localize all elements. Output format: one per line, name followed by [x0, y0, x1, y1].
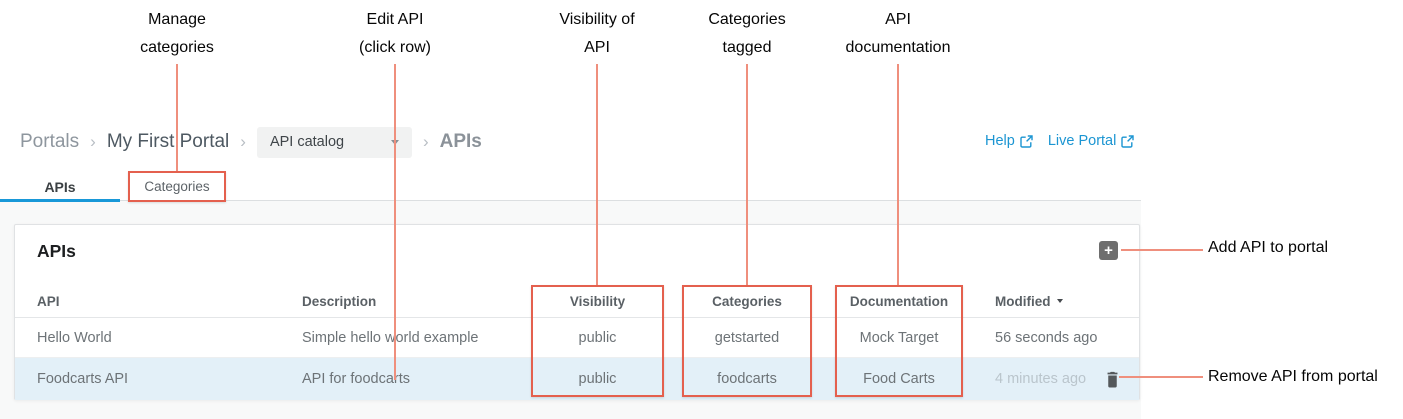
cell-modified: 4 minutes ago — [963, 358, 1139, 400]
cell-modified: 56 seconds ago — [995, 329, 1098, 346]
annotation-visibility-of-api: Visibility of API — [559, 11, 635, 56]
help-link-label: Help — [985, 133, 1015, 149]
column-header-visibility: Visibility — [569, 293, 626, 309]
annotation-line-edit-api — [394, 64, 396, 380]
breadcrumb-portal-name[interactable]: My First Portal — [106, 131, 230, 152]
external-link-icon — [1121, 134, 1135, 148]
breadcrumb-separator: › — [422, 132, 429, 151]
active-tab-underline — [0, 199, 120, 202]
live-portal-link[interactable]: Live Portal — [1048, 133, 1135, 149]
tab-categories-label: Categories — [144, 179, 210, 194]
cell-categories: foodcarts — [717, 371, 777, 387]
annotation-remove-api-label: Remove API from portal — [1208, 368, 1378, 385]
breadcrumb: Portals › My First Portal › API catalog … — [20, 126, 482, 158]
cell-description: Simple hello world example — [302, 329, 479, 346]
panel-header: APIs + — [15, 225, 1139, 285]
add-api-button[interactable]: + — [1099, 241, 1118, 260]
header-links: Help Live Portal — [985, 133, 1135, 149]
table-row-hello-world[interactable]: Hello World Simple hello world example p… — [15, 318, 1139, 358]
annotation-box-categories-column — [682, 285, 812, 397]
breadcrumb-separator: › — [240, 132, 246, 151]
annotation-box-documentation-column — [835, 285, 963, 397]
annotation-line-remove-api — [1119, 376, 1203, 378]
catalog-dropdown[interactable]: API catalog — [256, 126, 412, 158]
cell-documentation: Food Carts — [863, 371, 935, 387]
annotation-line-visibility — [596, 64, 598, 285]
trash-icon — [1107, 371, 1118, 388]
annotation-add-api-label: Add API to portal — [1208, 239, 1329, 256]
help-link[interactable]: Help — [985, 133, 1033, 149]
cell-api: Hello World — [37, 329, 112, 346]
annotation-line-manage-categories — [176, 64, 178, 172]
cell-categories: getstarted — [714, 329, 780, 346]
cell-documentation: Mock Target — [859, 329, 939, 346]
live-portal-link-label: Live Portal — [1047, 133, 1117, 149]
tab-categories[interactable]: Categories — [128, 172, 226, 201]
column-header-modified-sort[interactable]: Modified — [963, 285, 1139, 317]
cell-description: API for foodcarts — [302, 371, 410, 387]
column-header-description: Description — [302, 293, 377, 309]
panel-title: APIs — [37, 241, 76, 261]
annotation-categories-tagged: Categories tagged — [708, 11, 786, 56]
external-link-icon — [1020, 134, 1033, 148]
tab-bar: APIs Categories — [0, 172, 1141, 202]
column-header-modified-label: Modified — [995, 293, 1051, 309]
annotation-line-add-api — [1121, 249, 1203, 251]
cell-api: Foodcarts API — [37, 371, 129, 387]
breadcrumb-portals[interactable]: Portals — [20, 131, 80, 152]
annotation-box-visibility-column — [531, 285, 664, 397]
column-header-api: API — [37, 293, 60, 309]
annotation-line-categories — [746, 64, 748, 285]
annotation-api-documentation: API documentation — [845, 11, 951, 56]
table-header-row: API Description Visibility Categories Do… — [15, 285, 1139, 318]
cell-modified-text: 4 minutes ago — [995, 371, 1087, 387]
apis-panel: APIs + API Description Visibility Catego… — [14, 224, 1140, 400]
cell-visibility: public — [578, 329, 617, 346]
annotation-box-categories-tab — [128, 171, 226, 202]
table-row-foodcarts-selected[interactable]: Foodcarts API API for foodcarts public f… — [15, 358, 1139, 400]
breadcrumb-separator: › — [90, 132, 96, 151]
breadcrumb-current-apis: APIs — [439, 131, 482, 152]
column-header-documentation: Documentation — [849, 293, 949, 309]
column-header-categories: Categories — [712, 293, 782, 309]
annotation-edit-api: Edit API (click row) — [359, 11, 431, 56]
annotation-manage-categories: Manage categories — [140, 11, 214, 56]
tab-apis-label: APIs — [44, 178, 76, 195]
catalog-dropdown-value: API catalog — [269, 134, 345, 150]
tab-apis[interactable]: APIs — [0, 172, 120, 202]
remove-api-button[interactable] — [1104, 370, 1121, 389]
sort-descending-icon — [1056, 299, 1063, 303]
cell-visibility: public — [578, 371, 617, 387]
plus-icon: + — [1104, 242, 1113, 259]
annotation-line-documentation — [897, 64, 899, 285]
